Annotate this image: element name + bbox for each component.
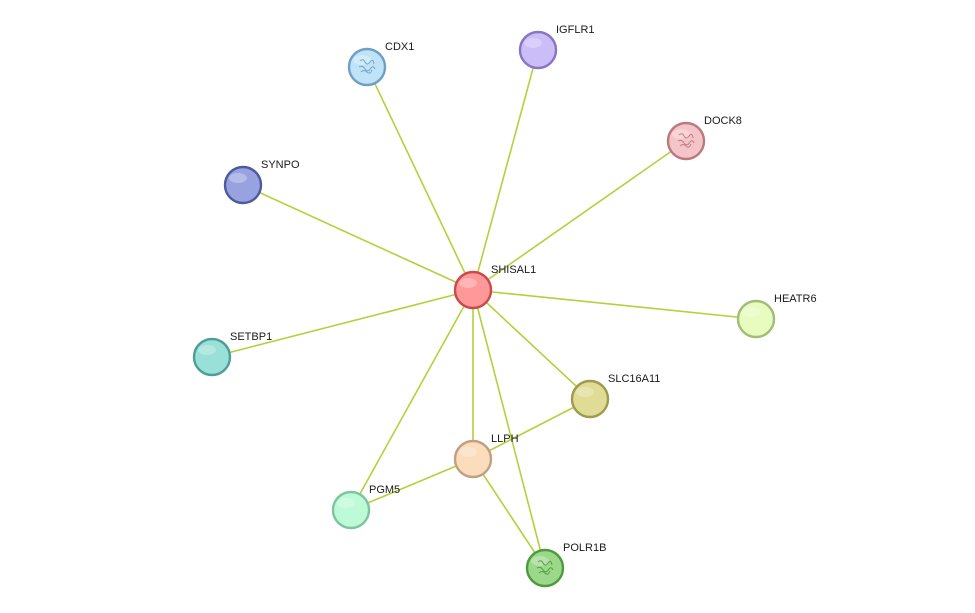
node-label: POLR1B [563, 542, 606, 554]
node-dock8[interactable]: DOCK8 [666, 115, 742, 161]
protein-structure-icon [536, 560, 554, 575]
edge-shisal1-setbp1[interactable] [211, 289, 474, 358]
node-pgm5[interactable]: PGM5 [331, 484, 400, 530]
edge-shisal1-dock8[interactable] [472, 140, 687, 291]
node-label: SHISAL1 [491, 264, 536, 276]
node-highlight [198, 345, 216, 355]
node-circle[interactable] [736, 299, 776, 339]
edge-shisal1-synpo[interactable] [242, 184, 474, 291]
node-shisal1[interactable]: SHISAL1 [453, 264, 536, 310]
edge-shisal1-polr1b[interactable] [472, 289, 546, 569]
node-label: DOCK8 [704, 115, 742, 127]
node-label: IGFLR1 [556, 24, 595, 36]
edge-shisal1-pgm5[interactable] [350, 289, 474, 511]
node-label: HEATR6 [774, 293, 817, 305]
node-label: CDX1 [385, 41, 414, 53]
node-circle[interactable] [518, 30, 558, 70]
node-circle[interactable] [331, 490, 371, 530]
edge-shisal1-slc16a11[interactable] [472, 289, 591, 400]
node-highlight [337, 498, 355, 508]
node-label: LLPH [491, 433, 519, 445]
edge-llph-polr1b[interactable] [472, 458, 546, 569]
node-slc16a11[interactable]: SLC16A11 [570, 373, 660, 419]
node-circle[interactable] [347, 47, 387, 87]
node-polr1b[interactable]: POLR1B [525, 542, 606, 588]
edge-shisal1-igflr1[interactable] [472, 49, 539, 291]
node-cdx1[interactable]: CDX1 [347, 41, 414, 87]
node-igflr1[interactable]: IGFLR1 [518, 24, 595, 70]
node-label: SLC16A11 [608, 373, 660, 385]
edge-slc16a11-llph[interactable] [472, 398, 591, 460]
node-highlight [229, 173, 247, 183]
edges-layer [211, 49, 757, 569]
protein-structure-icon [677, 133, 695, 148]
edge-llph-pgm5[interactable] [350, 458, 474, 511]
node-setbp1[interactable]: SETBP1 [192, 331, 272, 377]
node-circle[interactable] [192, 337, 232, 377]
node-llph[interactable]: LLPH [453, 433, 519, 479]
protein-structure-icon [358, 59, 376, 74]
node-highlight [459, 447, 477, 457]
node-heatr6[interactable]: HEATR6 [736, 293, 817, 339]
node-circle[interactable] [453, 439, 493, 479]
node-label: SYNPO [261, 159, 300, 171]
node-label: PGM5 [369, 484, 400, 496]
node-synpo[interactable]: SYNPO [223, 159, 300, 205]
node-circle[interactable] [570, 379, 610, 419]
node-highlight [459, 278, 477, 288]
node-label: SETBP1 [230, 331, 272, 343]
node-circle[interactable] [453, 270, 493, 310]
node-circle[interactable] [666, 121, 706, 161]
node-circle[interactable] [525, 548, 565, 588]
edge-shisal1-heatr6[interactable] [472, 289, 757, 320]
node-circle[interactable] [223, 165, 263, 205]
node-highlight [576, 387, 594, 397]
edge-shisal1-cdx1[interactable] [366, 66, 474, 291]
node-highlight [524, 38, 542, 48]
node-highlight [742, 307, 760, 317]
